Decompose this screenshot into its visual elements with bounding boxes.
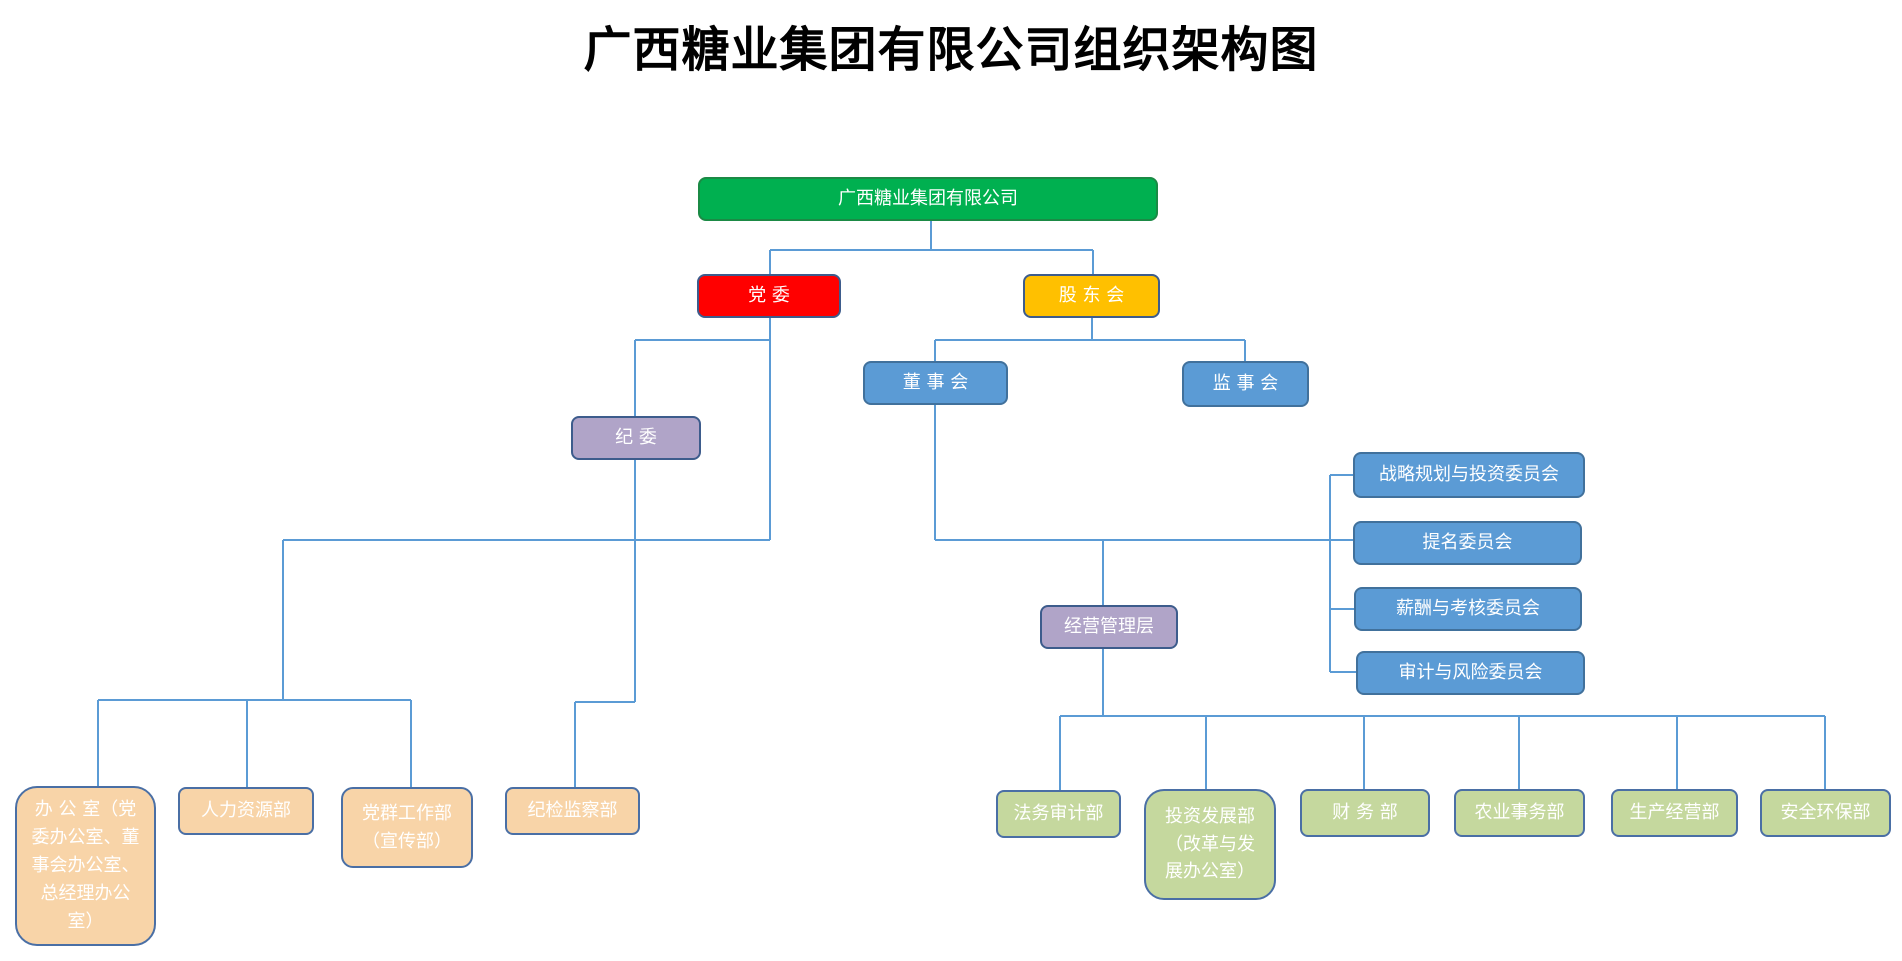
page-title: 广西糖业集团有限公司组织架构图 [583,22,1319,78]
node-group-company: 广西糖业集团有限公司 [698,177,1158,221]
node-office: 办 公 室（党委办公室、董事会办公室、总经理办公室） [15,786,156,946]
node-legal-audit: 法务审计部 [996,790,1121,838]
node-compensation-committee: 薪酬与考核委员会 [1354,587,1582,631]
node-strategy-committee: 战略规划与投资委员会 [1353,452,1585,498]
node-party-committee: 党 委 [697,274,841,318]
node-safety: 安全环保部 [1760,789,1891,837]
node-supervisors: 监 事 会 [1182,361,1309,407]
node-production: 生产经营部 [1611,789,1738,837]
node-shareholders: 股 东 会 [1023,274,1160,318]
node-management: 经营管理层 [1040,605,1178,649]
node-discipline-dept: 纪检监察部 [505,787,640,835]
node-discipline-committee: 纪 委 [571,416,701,460]
node-hr: 人力资源部 [178,787,314,835]
node-nomination-committee: 提名委员会 [1353,521,1582,565]
node-finance: 财 务 部 [1300,789,1430,837]
node-investment: 投资发展部（改革与发展办公室） [1144,789,1276,900]
node-audit-risk-committee: 审计与风险委员会 [1356,651,1585,695]
node-party-work: 党群工作部（宣传部） [341,787,473,868]
node-board: 董 事 会 [863,361,1008,405]
node-agriculture: 农业事务部 [1454,789,1585,837]
